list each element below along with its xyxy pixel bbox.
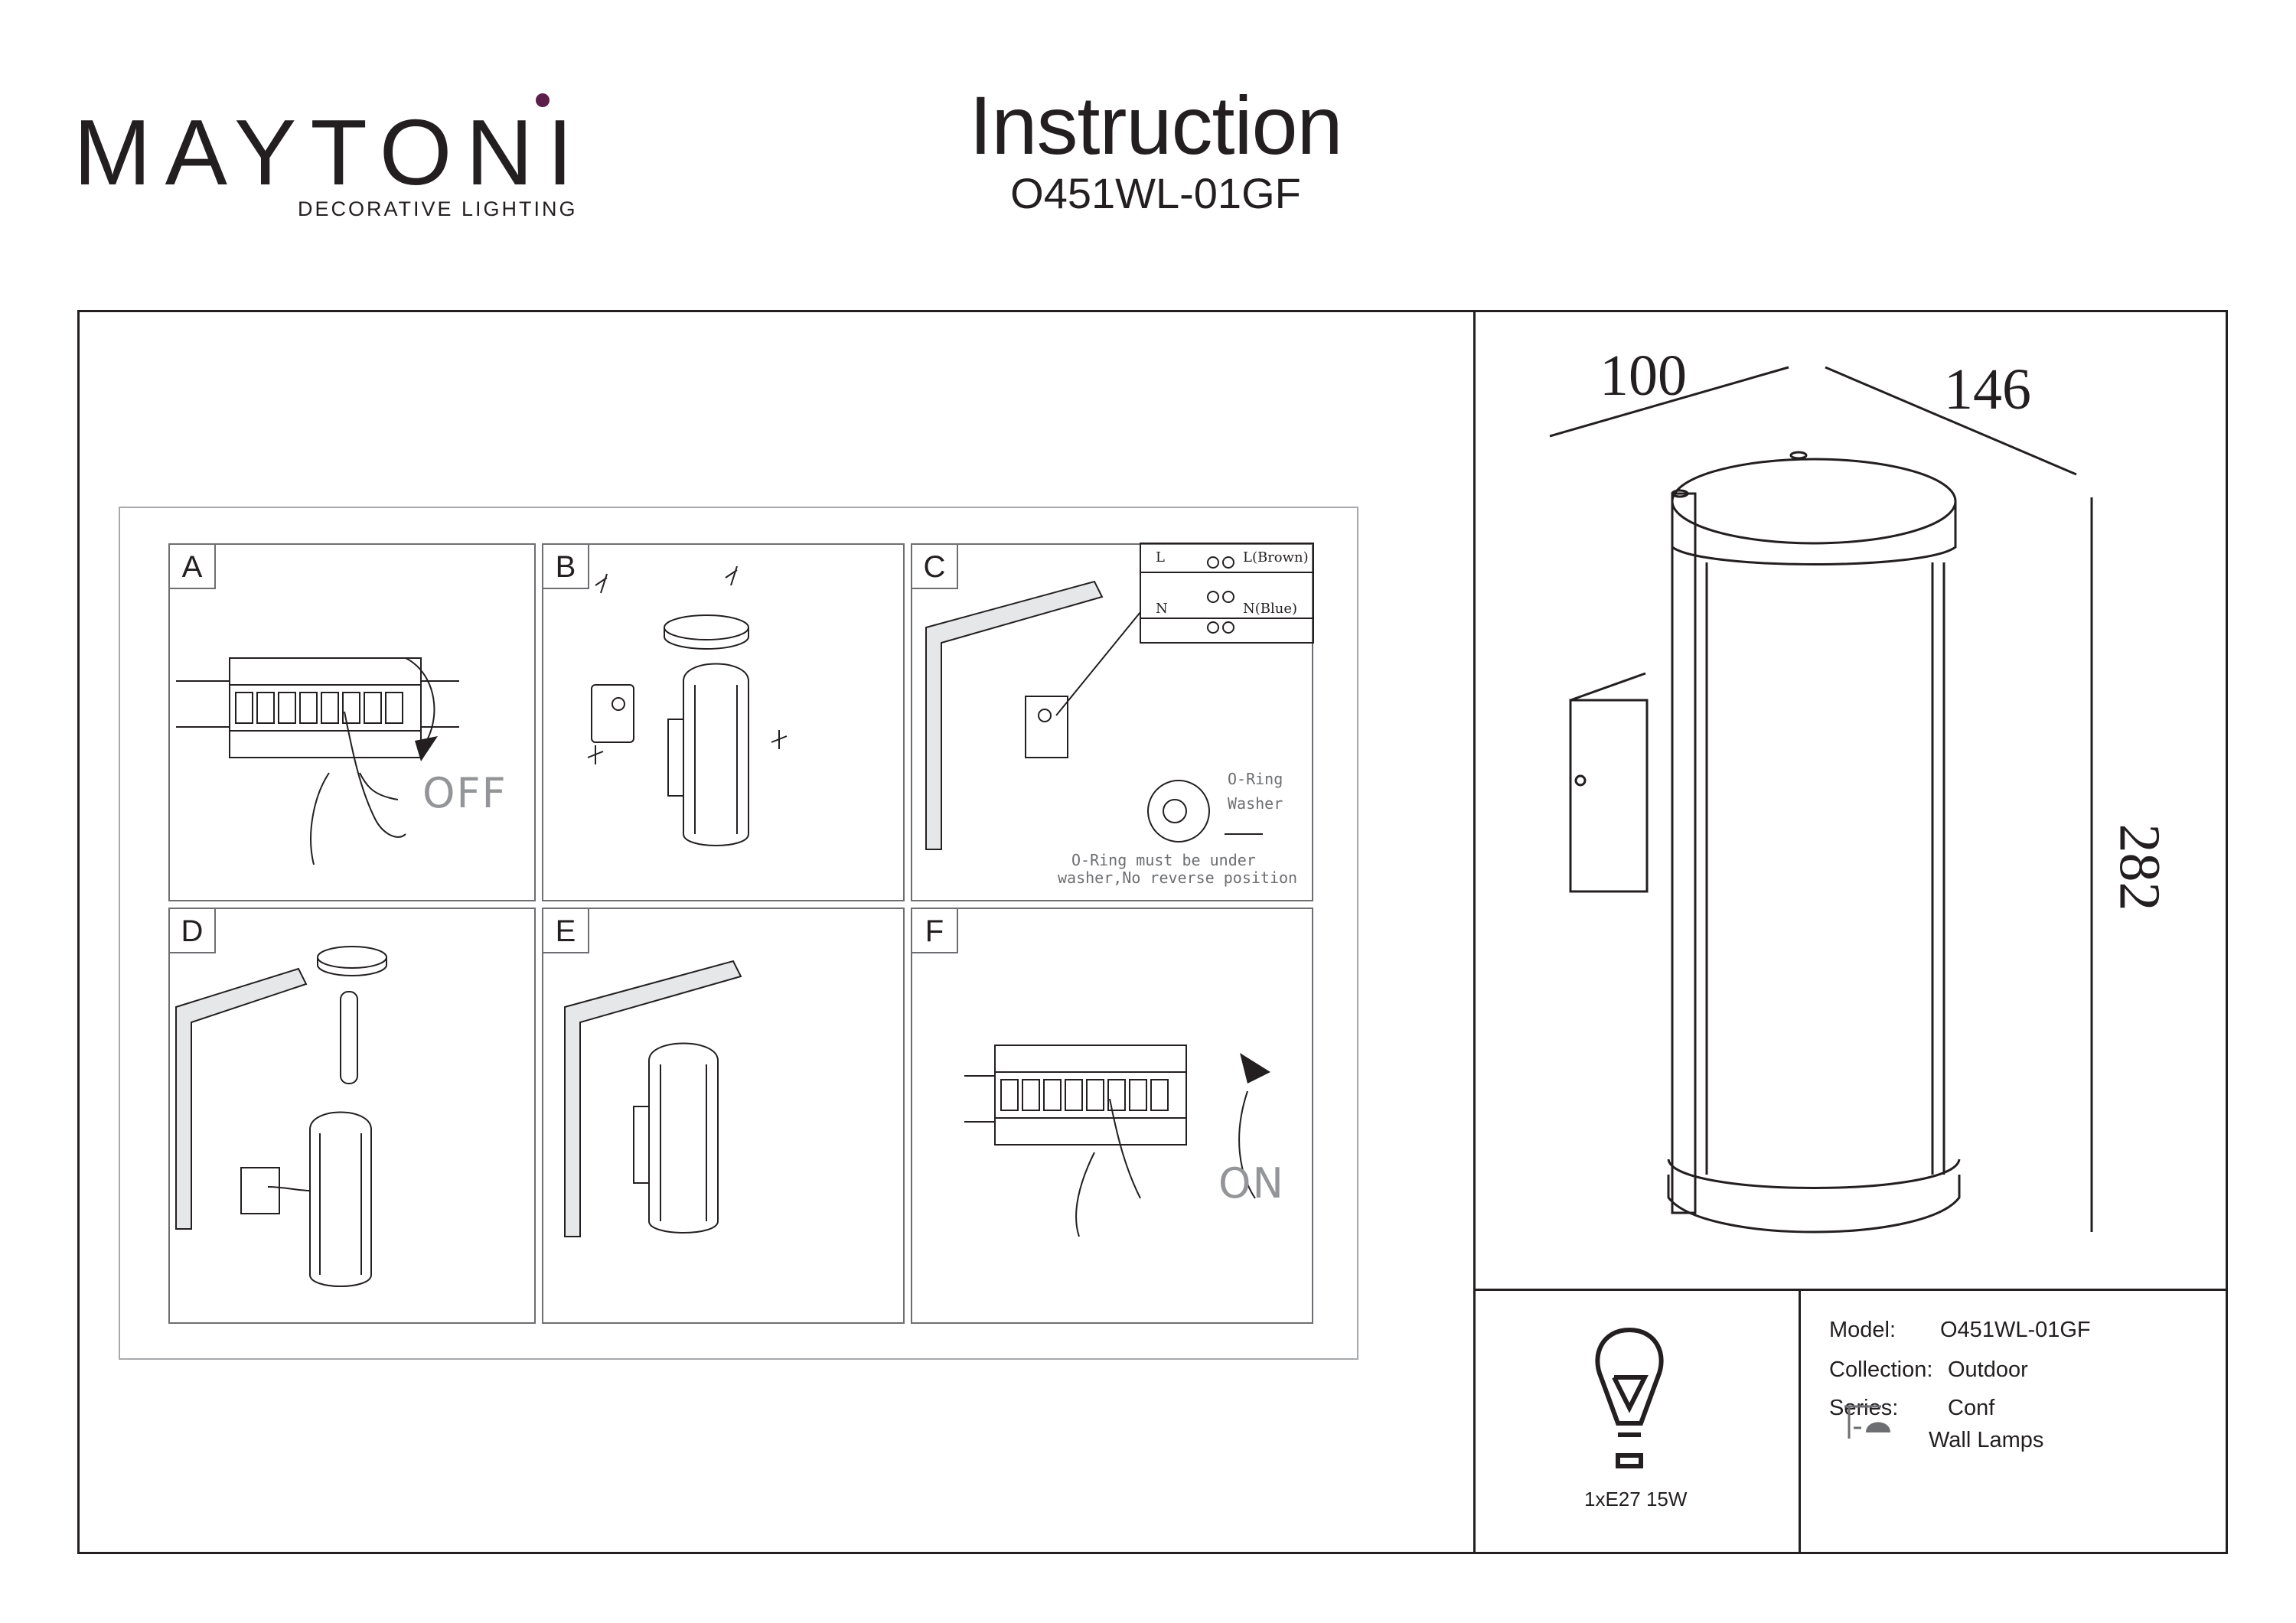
spec-collection-label: Collection: (1829, 1357, 1933, 1382)
steps-panel (119, 507, 1358, 1360)
step-letter-e: E (542, 908, 589, 953)
step-box-b (542, 543, 905, 901)
brand-wordmark: MAYTONI (73, 100, 587, 204)
step-a-arrow-icon (415, 736, 438, 761)
wall-lamp-icon (1844, 1405, 1890, 1439)
step-letter-a: A (168, 543, 216, 589)
spec-divider-horizontal (1473, 1289, 2228, 1291)
step-letter-c-text: C (923, 550, 946, 584)
wiring-right-l: L(Brown) (1243, 549, 1309, 565)
step-letter-d-text: D (181, 914, 204, 948)
spec-model-value: O451WL-01GF (1940, 1318, 2091, 1342)
wiring-left-l: L (1156, 549, 1165, 565)
step-letter-b-text: B (555, 550, 576, 584)
step-box-d (168, 908, 536, 1324)
step-box-a (168, 543, 536, 901)
dimension-depth: 146 (1944, 357, 2031, 422)
main-frame (77, 310, 2228, 1554)
light-bulb-icon (1595, 1327, 1664, 1468)
spec-series-label: Series: (1829, 1396, 1899, 1420)
spec-divider-vertical (1799, 1289, 1801, 1554)
wiring-washer-label: Washer (1228, 794, 1283, 813)
dimension-height: 282 (2107, 823, 2172, 911)
wiring-left-n: N (1156, 601, 1168, 617)
bulb-spec: 1xE27 15W (1584, 1488, 1688, 1511)
wiring-oring-label: O-Ring (1228, 770, 1283, 788)
step-f-illustration (964, 1045, 1270, 1237)
step-letter-a-text: A (181, 550, 203, 584)
step-a-off-label: OFF (422, 769, 507, 817)
step-letter-c: C (911, 543, 958, 589)
wiring-right-n: N(Blue) (1243, 601, 1298, 617)
product-drawing (1549, 366, 2093, 1234)
spec-series-value: Conf (1948, 1396, 1995, 1420)
step-e-illustration (564, 960, 742, 1237)
step-letter-b: B (542, 543, 589, 589)
wiring-note-line1: O-Ring must be under (1071, 851, 1256, 869)
page-title: Instruction (969, 79, 1342, 171)
step-c-illustration (925, 543, 1314, 850)
spec-model-label: Model: (1829, 1318, 1896, 1342)
step-box-e (542, 908, 905, 1324)
spec-type-value: Wall Lamps (1929, 1428, 2044, 1452)
dimension-width: 100 (1600, 344, 1687, 408)
spec-collection-value: Outdoor (1948, 1357, 2028, 1382)
vertical-divider (1473, 310, 1476, 1554)
step-b-illustration (587, 565, 788, 846)
step-box-c (911, 543, 1313, 901)
step-f-arrow-icon (1240, 1053, 1270, 1084)
step-f-on-label: ON (1218, 1159, 1285, 1207)
step-d-illustration (175, 946, 387, 1287)
step-letter-f-text: F (925, 914, 944, 948)
step-letter-e-text: E (555, 914, 576, 948)
step-a-illustration (176, 657, 459, 865)
wiring-note-line2: washer,No reverse position (1058, 869, 1298, 887)
brand-tagline: DECORATIVE LIGHTING (298, 197, 578, 220)
page-model-code: O451WL-01GF (1010, 169, 1301, 217)
brand-logo: MAYTONI (73, 106, 587, 199)
brand-accent-dot (536, 93, 550, 107)
step-box-f (911, 908, 1313, 1324)
step-letter-f: F (911, 908, 958, 953)
step-letter-d: D (168, 908, 216, 953)
